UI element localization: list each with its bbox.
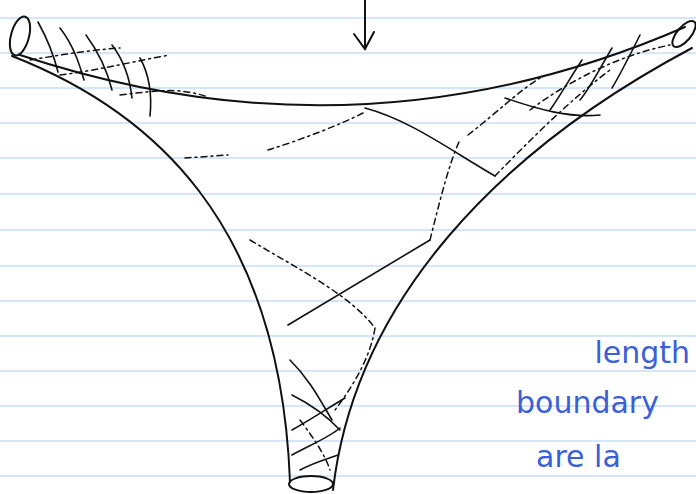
pants-outline: [6, 0, 696, 492]
ruled-lines: [0, 18, 696, 476]
hidden-geodesics: [30, 45, 670, 470]
handwritten-note: boundary: [516, 388, 659, 418]
handwritten-note: length: [594, 338, 690, 368]
handwritten-note: are la: [536, 442, 621, 472]
